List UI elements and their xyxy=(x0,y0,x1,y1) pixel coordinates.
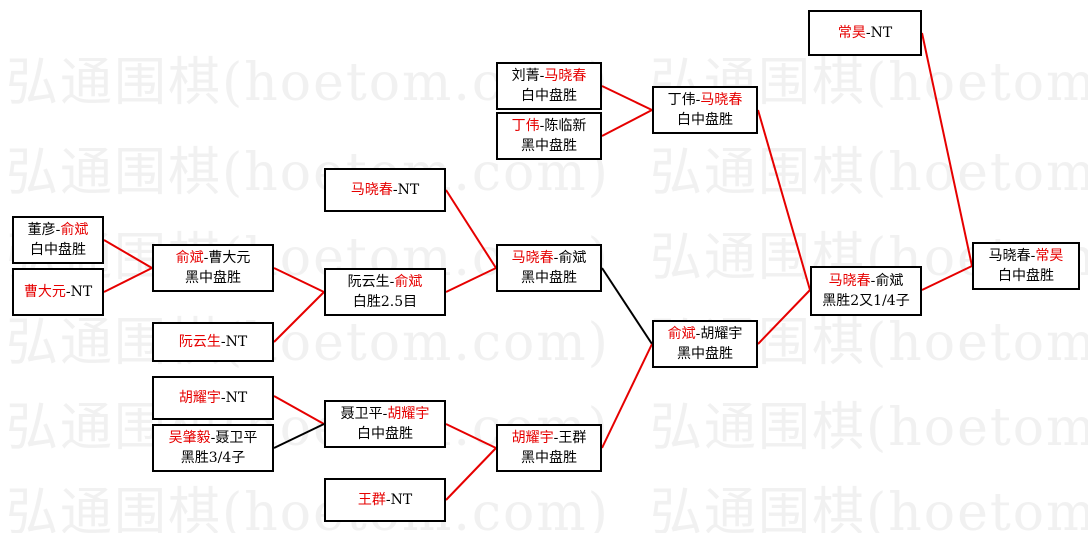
player-name: 马晓春 xyxy=(544,68,587,84)
match-result: 黑中盘胜 xyxy=(521,450,577,466)
match-result: 白中盘胜 xyxy=(677,112,733,128)
player-name: 马晓春 xyxy=(828,273,871,289)
connector-line xyxy=(273,423,325,449)
player-name: NT xyxy=(225,390,248,406)
match-box: 常昊-NT xyxy=(808,10,922,56)
connector-line xyxy=(445,189,497,269)
player-name: 胡耀宇 xyxy=(387,406,430,422)
connector-line xyxy=(601,343,653,449)
connector-line xyxy=(921,265,973,291)
player-name: 曹大元 xyxy=(208,250,251,266)
player-name: 陈临新 xyxy=(544,118,587,134)
match-result: 白中盘胜 xyxy=(30,242,86,258)
player-name: 阮云生 xyxy=(178,334,221,350)
player-name: 马晓春 xyxy=(700,92,743,108)
connector-line xyxy=(103,267,153,293)
connector-line xyxy=(921,32,973,267)
connector-line xyxy=(757,109,811,291)
player-name: 阮云生 xyxy=(347,274,390,290)
match-result: 黑中盘胜 xyxy=(521,270,577,286)
match-box: 马晓春-NT xyxy=(324,168,446,212)
player-name: 常昊 xyxy=(1035,248,1064,264)
match-result: 白中盘胜 xyxy=(998,268,1054,284)
connector-line xyxy=(273,395,325,425)
player-name: 王群 xyxy=(357,492,386,508)
match-box: 胡耀宇-NT xyxy=(152,376,274,420)
connector-line xyxy=(273,267,325,293)
player-name: NT xyxy=(70,284,93,300)
player-name: 俞斌 xyxy=(60,222,89,238)
player-name: 胡耀宇 xyxy=(511,430,554,446)
match-box: 丁伟-陈临新 黑中盘胜 xyxy=(496,112,602,160)
player-name: 胡耀宇 xyxy=(178,390,221,406)
player-name: 胡耀宇 xyxy=(700,326,743,342)
match-box: 聂卫平-胡耀宇 白中盘胜 xyxy=(324,400,446,448)
player-name: 俞斌 xyxy=(394,274,423,290)
match-result: 白胜2.5目 xyxy=(352,294,418,310)
connector-line xyxy=(757,289,811,345)
player-name: NT xyxy=(225,334,248,350)
connector-line xyxy=(601,109,653,137)
match-result: 黑胜3/4子 xyxy=(180,450,246,466)
match-box: 马晓春-俞斌 黑中盘胜 xyxy=(496,244,602,292)
match-box-final: 马晓春-常昊 白中盘胜 xyxy=(972,242,1080,290)
player-name: 马晓春 xyxy=(511,250,554,266)
match-box: 俞斌-曹大元 黑中盘胜 xyxy=(152,244,274,292)
match-box: 丁伟-马晓春 白中盘胜 xyxy=(652,86,758,134)
player-name: NT xyxy=(397,182,420,198)
player-name: 聂卫平 xyxy=(215,430,258,446)
player-name: 俞斌 xyxy=(175,250,204,266)
connector-line xyxy=(445,423,497,449)
match-box: 阮云生-俞斌 白胜2.5目 xyxy=(324,268,446,316)
match-result: 白中盘胜 xyxy=(521,88,577,104)
connector-line xyxy=(273,291,325,343)
match-box: 王群-NT xyxy=(324,478,446,522)
connector-line xyxy=(601,85,653,111)
match-box: 胡耀宇-王群 黑中盘胜 xyxy=(496,424,602,472)
player-name: 吴肇毅 xyxy=(168,430,211,446)
player-name: 丁伟 xyxy=(667,92,696,108)
match-box: 吴肇毅-聂卫平 黑胜3/4子 xyxy=(152,424,274,472)
match-result: 白中盘胜 xyxy=(357,426,413,442)
match-box: 曹大元-NT xyxy=(12,268,104,316)
match-box: 马晓春-俞斌 黑胜2又1/4子 xyxy=(810,266,922,316)
match-box: 刘菁-马晓春 白中盘胜 xyxy=(496,62,602,110)
player-name: 曹大元 xyxy=(23,284,66,300)
player-name: 俞斌 xyxy=(875,273,904,289)
match-result: 黑胜2又1/4子 xyxy=(822,293,910,309)
connector-line xyxy=(601,267,653,345)
player-name: 董彦 xyxy=(27,222,56,238)
match-result: 黑中盘胜 xyxy=(677,346,733,362)
match-box: 董彦-俞斌 白中盘胜 xyxy=(12,216,104,264)
player-name: 王群 xyxy=(558,430,587,446)
match-result: 黑中盘胜 xyxy=(185,270,241,286)
player-name: 常昊 xyxy=(837,25,866,41)
match-result: 黑中盘胜 xyxy=(521,138,577,154)
player-name: 丁伟 xyxy=(511,118,540,134)
player-name: NT xyxy=(870,25,893,41)
player-name: 马晓春 xyxy=(988,248,1031,264)
player-name: 俞斌 xyxy=(558,250,587,266)
connector-line xyxy=(445,447,497,501)
player-name: NT xyxy=(390,492,413,508)
player-name: 马晓春 xyxy=(350,182,393,198)
player-name: 聂卫平 xyxy=(340,406,383,422)
match-box: 阮云生-NT xyxy=(152,322,274,362)
connector-line xyxy=(103,239,153,269)
player-name: 刘菁 xyxy=(511,68,540,84)
connector-line xyxy=(445,267,497,293)
player-name: 俞斌 xyxy=(667,326,696,342)
match-box: 俞斌-胡耀宇 黑中盘胜 xyxy=(652,320,758,368)
